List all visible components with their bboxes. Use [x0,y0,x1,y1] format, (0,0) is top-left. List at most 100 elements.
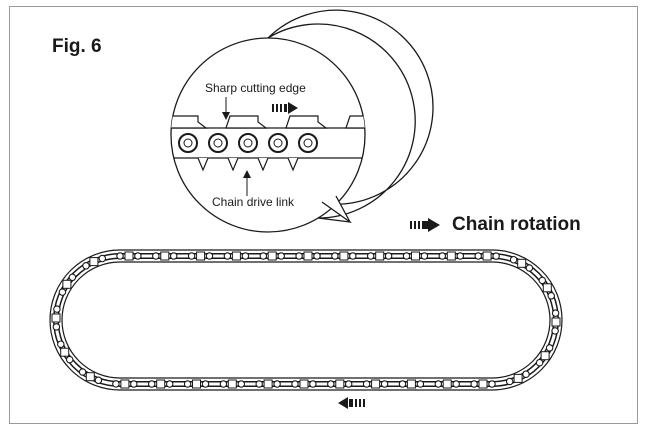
loop-rivet [380,380,389,388]
loop-cutter [335,379,345,389]
loop-rivet [545,344,554,352]
loop-rivet [547,292,555,300]
loop-cutter [263,379,273,389]
loop-rivet [65,355,74,364]
cutter-tooth [285,115,328,129]
loop-rivet [488,380,496,388]
loop-rivet [538,276,547,285]
loop-rivet [551,309,560,317]
loop-rivet [259,252,268,260]
loop-rivet [331,252,339,260]
loop-rivet [309,380,317,388]
loop-rivet [68,273,77,282]
loop-rivet [223,252,232,260]
loop-cutter [371,379,381,389]
loop-rivet [219,380,228,388]
loop-cutter [339,251,349,261]
loop-rivet [452,380,460,388]
chain-rivet-center [243,138,253,148]
loop-cutter [231,251,241,261]
chain-rivet-center [183,138,193,148]
loop-rivet [130,380,138,388]
drive-link-arrowhead [243,170,251,178]
loop-rivet [78,368,87,376]
loop-rivet [522,370,530,378]
chain-rivet-center [213,138,223,148]
loop-rivet [277,252,285,260]
drive-link-tang [197,157,209,172]
loop-rivet [201,380,210,388]
loop-rivet [416,380,425,388]
loop-cutter [227,379,237,389]
loop-cutter [267,251,277,261]
loop-rivet [509,255,518,264]
loop-rivet [420,252,429,260]
cutting-edge-label: Sharp cutting edge [205,81,306,95]
loop-cutter [540,351,550,361]
chain-loop [49,249,563,391]
loop-rivet [384,252,393,260]
loop-rivet [470,380,478,388]
dashed-arrow-right-icon [272,102,298,114]
loop-rivet [112,380,120,388]
loop-rivet [152,252,160,260]
loop-rivet [147,380,156,388]
callout-tail [321,195,351,223]
cutting-edge-arrowhead [222,112,230,120]
loop-rivet [525,264,534,272]
loop-cutter [542,283,552,293]
loop-rivet [434,380,443,388]
loop-rivet [362,380,371,388]
loop-rivet [402,252,411,260]
loop-cutter [85,372,95,382]
loop-rivet [82,262,90,270]
rotation-label: Chain rotation [452,214,581,235]
dashed-arrow-left-icon [338,397,365,409]
loop-rivet [291,380,299,388]
loop-rivet [165,380,174,388]
loop-rivet [116,252,124,260]
loop-rivet [183,380,192,388]
rotation-legend: Chain rotation [410,214,581,236]
loop-rivet [273,380,281,388]
loop-rivet [187,252,196,260]
loop-cutter [124,251,134,261]
loop-rivet [53,305,61,313]
drive-links [178,133,318,172]
loop-rivet [134,252,142,260]
loop-rivet [456,252,465,260]
loop-cutter [62,279,72,289]
loop-cutter [551,317,561,327]
loop-rivet [295,252,303,260]
loop-rivet [344,380,353,388]
loop-rivet [505,377,514,386]
loop-rivet [313,252,321,260]
cutter-tooth [225,115,268,129]
loop-rivet [57,340,65,348]
figure-label: Fig. 6 [52,36,102,57]
drive-link-tang [287,157,299,172]
loop-cutter [160,251,170,261]
chain-rivet-center [273,138,283,148]
loop-cutter [375,251,385,261]
loop-rivet [492,252,500,260]
loop-rivet [237,380,246,388]
loop-rivet [58,288,67,296]
magnifier-callout: Sharp cutting edge Chain drive link [170,9,434,233]
loop-rivet [366,252,375,260]
drive-link-tang [257,157,269,172]
loop-rivet [349,252,357,260]
loop-rivet [327,380,335,388]
chain-loop-links [51,251,561,389]
cutter-teeth [171,115,365,129]
chain-rivet-center [303,138,313,148]
loop-rivet [94,376,103,385]
loop-cutter [482,251,492,261]
drive-link-label: Chain drive link [212,195,295,209]
loop-cutter [60,347,70,357]
loop-cutter [303,251,313,261]
loop-cutter [51,313,61,323]
loop-cutter [196,251,206,261]
loop-cutter [411,251,420,261]
